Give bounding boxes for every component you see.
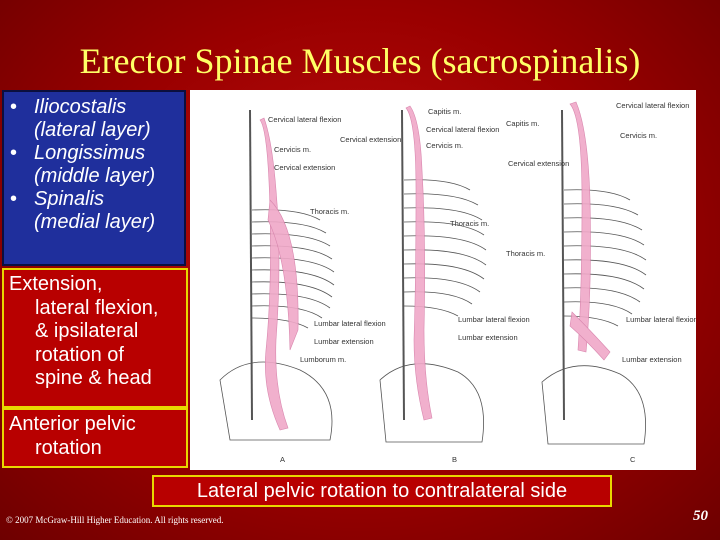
fig-label: Lumbar extension: [314, 337, 374, 346]
pelvic-first-line: Anterior pelvic: [9, 413, 136, 435]
panel-b-muscle: [405, 105, 433, 421]
fig-label: Cervical lateral flexion: [426, 125, 499, 134]
panel-c: [541, 109, 647, 445]
muscle-list-box: • Iliocostalis (lateral layer) • Longiss…: [2, 90, 186, 266]
fig-label: Lumbar lateral flexion: [314, 319, 386, 328]
anatomy-figure: Cervical lateral flexion Cervicis m. Cer…: [190, 90, 696, 470]
fig-label: Cervical extension: [340, 135, 401, 144]
fig-label: Cervicis m.: [426, 141, 463, 150]
action-box: Extension, lateral flexion, & ipsilatera…: [2, 268, 188, 408]
slide-title: Erector Spinae Muscles (sacrospinalis): [79, 41, 641, 81]
fig-label: Cervical extension: [274, 163, 335, 172]
muscle-layer: (lateral layer): [34, 119, 151, 141]
muscle-name: Iliocostalis: [34, 96, 127, 118]
fig-label: Thoracis m.: [310, 207, 349, 216]
fig-label: Cervical lateral flexion: [616, 101, 689, 110]
action-line: spine & head: [35, 367, 152, 389]
rib-cage-c: [563, 189, 647, 327]
muscle-layer: (medial layer): [34, 211, 156, 233]
pelvic-box: Anterior pelvic rotation: [2, 408, 188, 468]
fig-label: Capitis m.: [428, 107, 461, 116]
panel-letter: C: [630, 455, 636, 464]
fig-label: Lumbar extension: [622, 355, 682, 364]
muscle-item: • Iliocostalis (lateral layer): [10, 96, 180, 142]
fig-label: Cervicis m.: [274, 145, 311, 154]
panel-a-labels: Cervical lateral flexion Cervicis m. Cer…: [268, 115, 401, 364]
muscle-item: • Longissimus (middle layer): [10, 142, 180, 188]
fig-label: Cervicis m.: [620, 131, 657, 140]
fig-label: Thoracis m.: [450, 219, 489, 228]
muscle-name: Spinalis: [34, 188, 105, 210]
muscle-name: Longissimus: [34, 142, 146, 164]
panel-letter: A: [280, 455, 285, 464]
muscle-item: • Spinalis (medial layer): [10, 188, 180, 234]
action-line: lateral flexion,: [35, 296, 159, 319]
panel-c-labels: Cervical lateral flexion Capitis m. Cerv…: [506, 101, 696, 364]
rib-cage-a: [251, 209, 335, 329]
panel-a: [219, 109, 335, 441]
panel-a-muscle: [259, 117, 299, 431]
panel-c-muscle: [569, 101, 611, 361]
fig-label: Thoracis m.: [506, 249, 545, 258]
copyright-text: © 2007 McGraw-Hill Higher Education. All…: [6, 515, 224, 525]
action-first-line: Extension,: [9, 273, 103, 295]
fig-label: Lumbar lateral flexion: [458, 315, 530, 324]
panel-b-labels: Capitis m. Cervical lateral flexion Cerv…: [426, 107, 530, 342]
fig-label: Lumbar lateral flexion: [626, 315, 696, 324]
fig-label: Lumborum m.: [300, 355, 346, 364]
panel-b: [379, 109, 487, 443]
caption-box: Lateral pelvic rotation to contralateral…: [152, 475, 612, 507]
bullet-icon: •: [10, 142, 18, 164]
spine-illustration: Cervical lateral flexion Cervicis m. Cer…: [219, 101, 696, 464]
bullet-icon: •: [10, 96, 18, 118]
fig-label: Capitis m.: [506, 119, 539, 128]
pelvic-line: rotation: [35, 436, 102, 459]
action-line: rotation of: [35, 343, 124, 366]
fig-label: Cervical lateral flexion: [268, 115, 341, 124]
page-number: 50: [693, 508, 708, 524]
bullet-icon: •: [10, 188, 18, 210]
fig-label: Cervical extension: [508, 159, 569, 168]
muscle-layer: (middle layer): [34, 165, 156, 187]
panel-letter: B: [452, 455, 457, 464]
action-line: & ipsilateral: [35, 320, 139, 342]
fig-label: Lumbar extension: [458, 333, 518, 342]
